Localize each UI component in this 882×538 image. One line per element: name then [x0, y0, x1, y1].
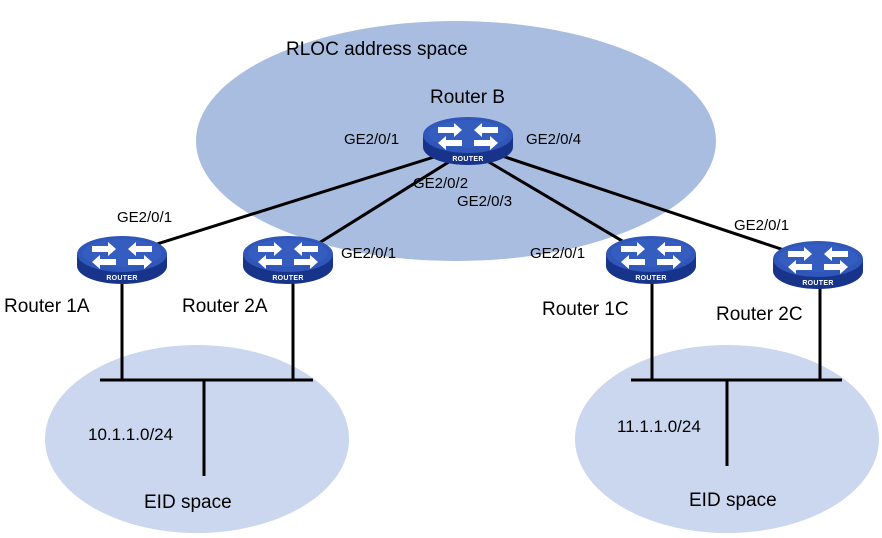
- router-badge: ROUTER: [106, 275, 137, 282]
- router-1a-name: Router 1A: [4, 296, 90, 317]
- link-b-1a: [121, 150, 451, 257]
- eid-right-subnet: 11.1.1.0/24: [617, 417, 701, 436]
- router-1c-name: Router 1C: [542, 299, 629, 320]
- link-b-2a: [294, 153, 461, 260]
- eid-right-label: EID space: [689, 490, 777, 511]
- router-2c: ROUTER: [773, 241, 863, 289]
- router-badge: ROUTER: [635, 275, 666, 282]
- eid-left-subnet: 10.1.1.0/24: [88, 425, 173, 444]
- router-badge: ROUTER: [802, 280, 833, 287]
- router-badge: ROUTER: [272, 275, 303, 282]
- router-b-name: Router B: [430, 87, 505, 108]
- router-2a-ge1-label: GE2/0/1: [341, 245, 396, 262]
- router-1c-ge1-label: GE2/0/1: [530, 245, 585, 262]
- router-b-ge1-label: GE2/0/1: [344, 131, 399, 148]
- router-b-ge2-label: GE2/0/2: [413, 175, 468, 192]
- router-1c: ROUTER: [606, 236, 696, 284]
- router-2a-name: Router 2A: [182, 296, 268, 317]
- router-1a: ROUTER: [77, 236, 167, 284]
- router-badge: ROUTER: [452, 156, 483, 163]
- router-b: ROUTER: [423, 117, 513, 165]
- rloc-space-label: RLOC address space: [286, 39, 468, 60]
- router-1a-ge1-label: GE2/0/1: [117, 209, 172, 226]
- router-2c-name: Router 2C: [716, 304, 803, 325]
- router-2a: ROUTER: [243, 236, 333, 284]
- link-b-2c: [489, 150, 821, 264]
- router-b-ge4-label: GE2/0/4: [526, 131, 581, 148]
- router-b-ge3-label: GE2/0/3: [457, 193, 512, 210]
- router-2c-ge1-label: GE2/0/1: [734, 217, 789, 234]
- eid-left-label: EID space: [144, 492, 232, 513]
- eid-space-left-region: [45, 345, 349, 533]
